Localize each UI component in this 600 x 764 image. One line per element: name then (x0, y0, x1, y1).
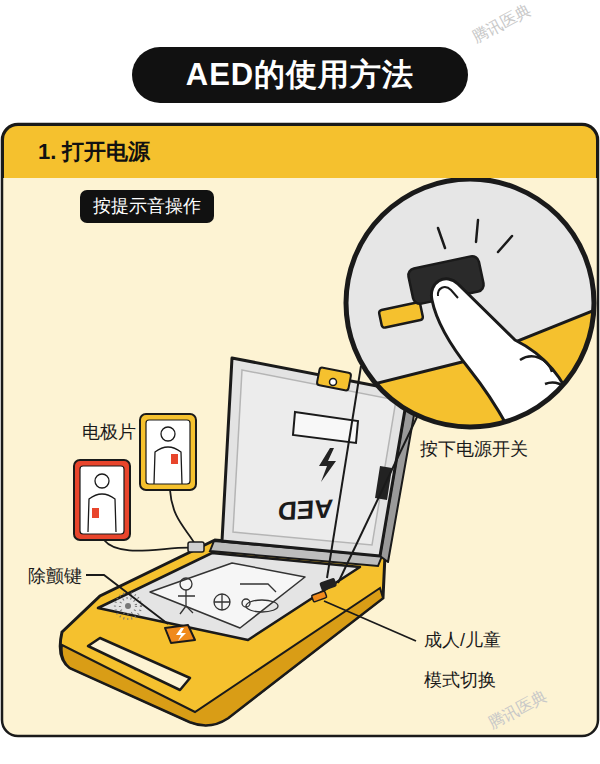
panel (2, 124, 598, 736)
magnifier-ring (346, 179, 594, 427)
instruction-figures (246, 600, 278, 612)
title: AED的使用方法 (186, 54, 414, 96)
speaker-grille (125, 603, 131, 609)
device-base (60, 540, 385, 725)
shock-symbol (176, 628, 186, 641)
magnifier-view (379, 302, 424, 328)
electrode-pad (171, 454, 178, 464)
lid-latch (330, 379, 337, 386)
shock-button (165, 625, 195, 643)
watermark: 腾讯医典 (469, 0, 535, 49)
title-pill: AED的使用方法 (132, 47, 468, 103)
instruction-figures (180, 578, 192, 590)
electrode-pad (95, 474, 109, 488)
instruction-figures (242, 599, 250, 607)
electrode-pad (74, 460, 130, 540)
device-lettering: AED (277, 493, 334, 527)
lid-latch (317, 367, 352, 391)
callout-label: 按下电源开关 (420, 437, 528, 461)
part-label: 电极片 (82, 420, 136, 444)
instruction-figures (214, 594, 230, 610)
speaker-grille (115, 593, 141, 619)
electrode-pad (161, 427, 175, 441)
part-label: 除颤键 (28, 564, 82, 588)
instruction-figures (178, 578, 278, 614)
pad-wire (104, 540, 196, 551)
electrode-pad (88, 494, 116, 532)
handle-slot (88, 638, 190, 690)
device-face (98, 553, 360, 640)
magnifier-view (438, 220, 512, 252)
electrode-pad (140, 414, 196, 490)
magnifier-view (330, 170, 600, 460)
lid-window (293, 412, 358, 443)
lightning-symbol (319, 448, 336, 482)
step-band: 1. 打开电源 (2, 124, 598, 178)
finger (438, 287, 458, 298)
node-text: 1. 打开电源 (38, 137, 150, 167)
power-switch (319, 578, 337, 592)
callout-label: 成人/儿童 模式切换 (424, 620, 534, 700)
electrode-pad (80, 466, 124, 534)
instruction-figures (214, 594, 230, 610)
electrode-pad (92, 508, 99, 518)
instruction-panel (150, 563, 305, 628)
speaker-grille (120, 598, 136, 614)
watermark: 腾讯医典 (485, 686, 551, 735)
instruction-figures (178, 590, 195, 614)
lid-inner (233, 370, 396, 545)
hint-tag: 按提示音操作 (80, 190, 214, 223)
leader-line (86, 575, 168, 624)
magnifier-guide (338, 417, 417, 583)
lid-tab (375, 466, 392, 500)
electrode-pad (146, 420, 190, 484)
electrode-pad (74, 460, 130, 540)
pad-wire (170, 490, 196, 546)
electrode-pad (140, 414, 196, 490)
instruction-figures (240, 584, 276, 592)
node-text: 按提示音操作 (93, 194, 201, 218)
leader-line (324, 601, 416, 641)
electrode-pad (154, 447, 182, 484)
pad-plug (188, 542, 204, 552)
aed-device (60, 358, 417, 725)
